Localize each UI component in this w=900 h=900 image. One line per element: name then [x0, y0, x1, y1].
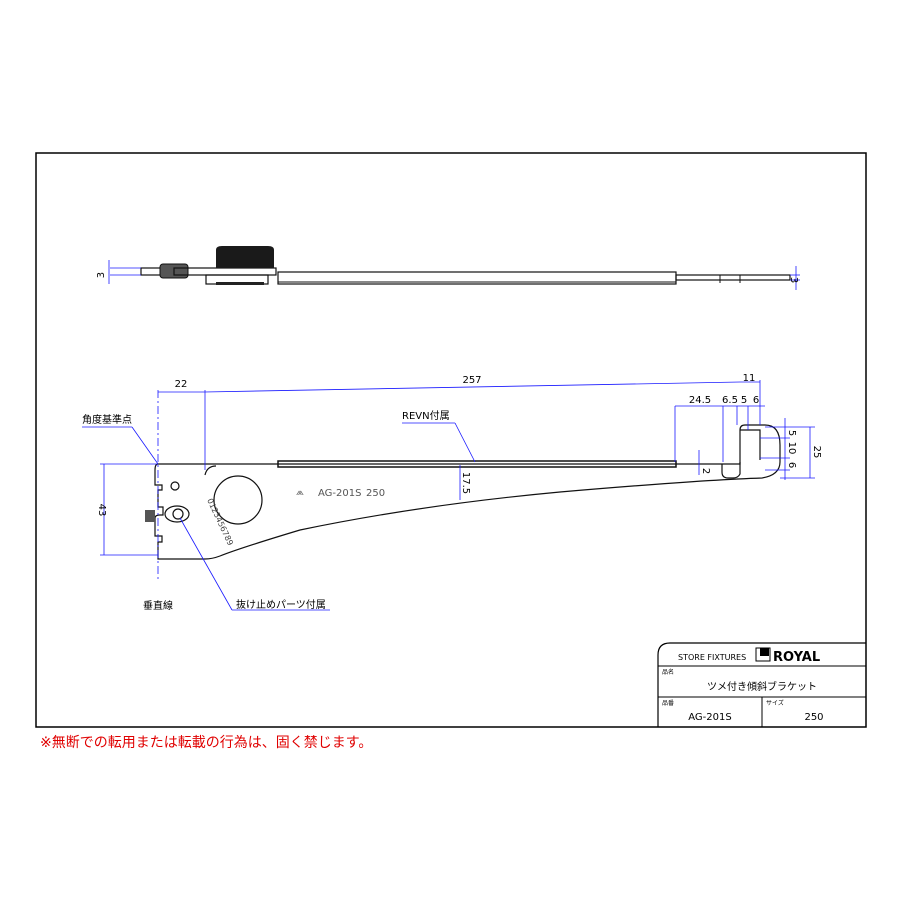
dim-2: 2 [700, 468, 711, 474]
stopper-part [164, 505, 190, 523]
title-block: STORE FIXTURES ROYAL 品名 ツメ付き傾斜ブラケット 品番 A… [657, 642, 866, 727]
dim-side-right: 3 [788, 277, 799, 283]
dim-11: 11 [743, 373, 756, 384]
label-vertical: 垂直線 [143, 599, 173, 612]
label-angle-ref: 角度基準点 [82, 413, 132, 426]
size-value: 250 [804, 712, 823, 723]
revn-rail [277, 460, 677, 468]
dim-257: 257 [462, 375, 481, 386]
engraved-logo-icon: ⩕ [296, 487, 304, 498]
dim-22: 22 [175, 379, 188, 390]
drawing-frame [35, 152, 867, 728]
bracket-hole [213, 475, 263, 525]
name-label: 品名 [662, 668, 674, 676]
dim-6a: 6 [753, 395, 759, 406]
label-stopper: 抜け止めパーツ付属 [236, 598, 326, 611]
dim-5a: 5 [741, 395, 747, 406]
size-label: サイズ [766, 699, 784, 707]
front-view: ⩕ AG-201S 250 0123456789 22 257 11 24.5 … [82, 373, 822, 612]
brand-store-fixtures: STORE FIXTURES [678, 653, 746, 662]
dim-side-left: 3 [96, 272, 107, 278]
engraved-model: AG-201S [318, 488, 361, 499]
engraved-size: 250 [366, 488, 385, 499]
name-value: ツメ付き傾斜ブラケット [707, 680, 817, 693]
side-view: 3 3 [96, 246, 800, 290]
dim-6b: 6 [786, 462, 797, 468]
brand-royal: ROYAL [773, 650, 820, 665]
label-revn: REVN付属 [402, 409, 450, 422]
dim-10: 10 [786, 442, 797, 455]
dim-6-5: 6.5 [722, 395, 738, 406]
dim-5b: 5 [786, 430, 797, 436]
copyright-warning: ※無断での転用または転載の行為は、固く禁じます。 [40, 735, 373, 751]
dim-43: 43 [96, 504, 107, 517]
knob-icon [216, 246, 274, 268]
engraved-serial: 0123456789 [205, 497, 235, 547]
code-label: 品番 [662, 700, 674, 707]
dim-17-5: 17.5 [460, 472, 471, 494]
dim-24-5: 24.5 [689, 395, 711, 406]
code-value: AG-201S [688, 712, 731, 723]
bracket-outline [154, 424, 781, 560]
dim-25: 25 [811, 446, 822, 459]
